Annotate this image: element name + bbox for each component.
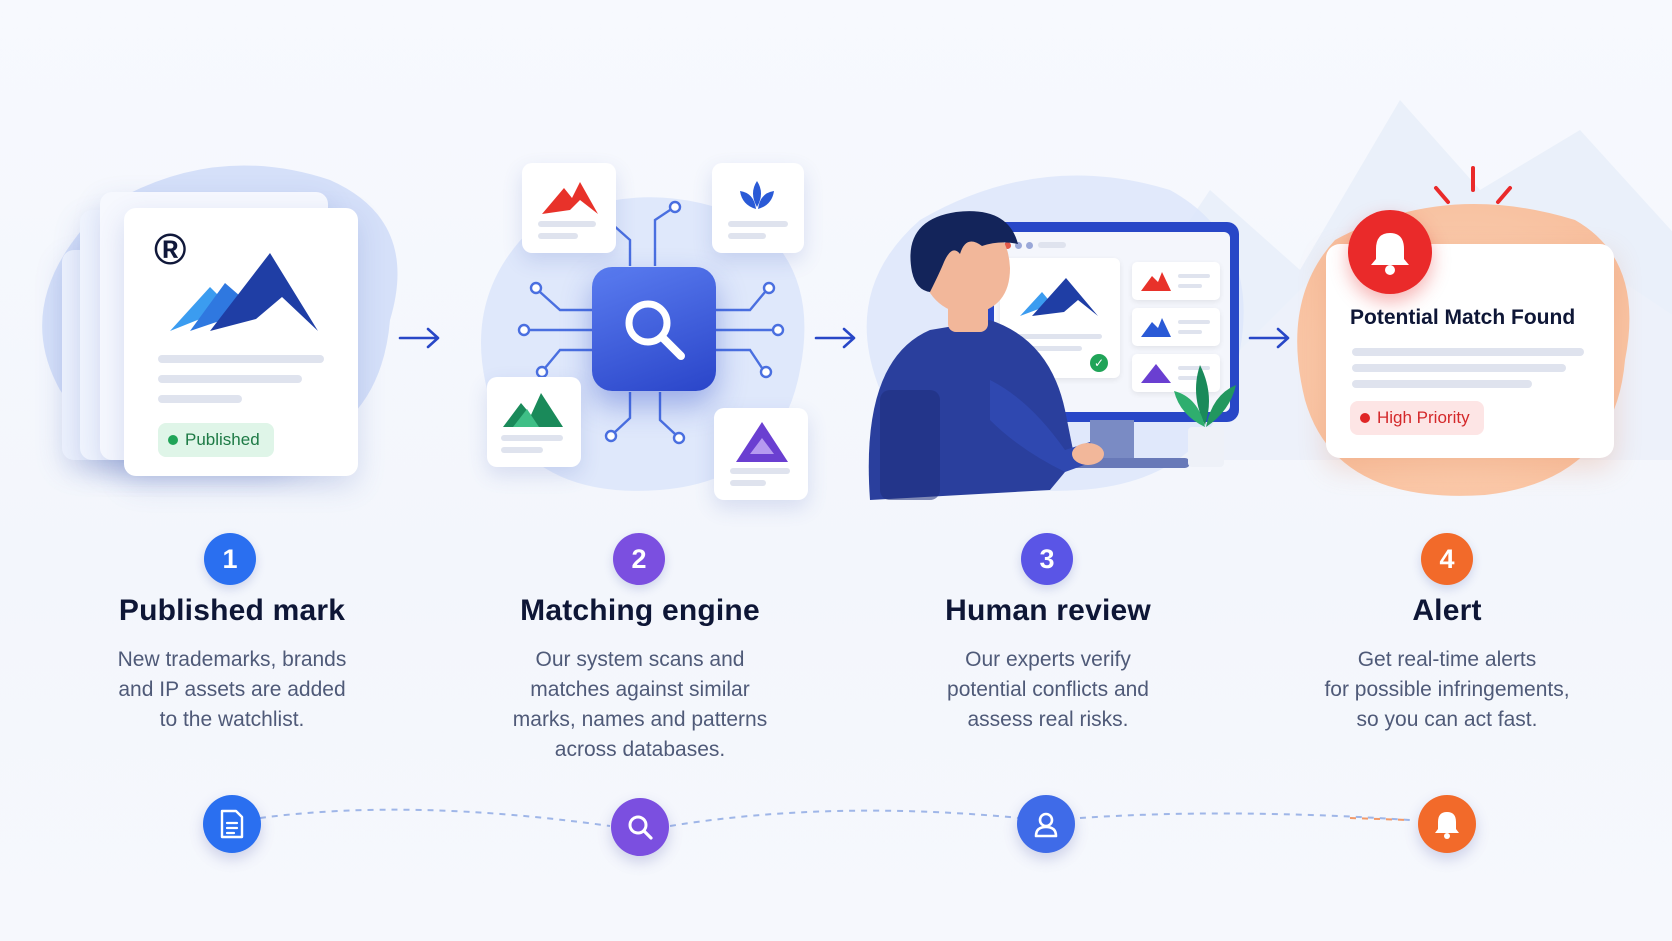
step-title-2: Matching engine [520,594,760,627]
check-icon: ✓ [1090,354,1108,372]
candidate-mark-card [522,163,616,253]
step-number-4: 4 [1421,533,1473,585]
description-line: Our system scans and [535,648,745,671]
candidate-mark-card [712,163,804,253]
status-dot [1360,413,1370,423]
red-mountain-icon [542,182,598,214]
card-line [1178,284,1202,288]
step-title-1: Published mark [118,594,346,627]
review-candidate-row [1132,262,1220,300]
purple-mountain-icon [736,422,788,462]
bell-icon [1435,812,1459,839]
plant-icon [1174,365,1236,467]
keyboard [1040,458,1190,468]
user-icon [1034,812,1058,838]
timeline-document-button [203,795,261,853]
card-line [501,447,543,453]
bell-icon [1371,233,1409,275]
description-line: matches against similar [530,678,750,701]
lotus-icon [740,181,774,209]
step-description-1: New trademarks, brands and IP assets are… [42,645,422,735]
alert-rays-icon [1434,166,1512,204]
red-mountain-icon [1141,272,1171,291]
search-icon [625,300,685,360]
matching-engine-chip [592,267,716,391]
published-badge-label: Published [185,430,260,449]
document-icon [220,809,244,839]
registered-trademark-symbol: ® [154,225,187,274]
step-description-3: Our experts verify potential conflicts a… [858,645,1238,735]
high-priority-label: High Priority [1377,408,1470,427]
candidate-mark-card [714,408,808,500]
candidate-mark-card [487,377,581,467]
arrow-right-icon [398,327,440,349]
description-line: potential conflicts and [947,678,1149,701]
reviewer-person-illustration [868,211,1104,500]
card-line [1178,274,1210,278]
mountain-logo-icon [1020,278,1098,316]
high-priority-badge: High Priority [1350,401,1484,435]
description-line: for possible infringements, [1324,678,1570,701]
step-number-2: 2 [613,533,665,585]
description-line: across databases. [554,738,726,761]
card-line [538,233,578,239]
published-badge: Published [158,423,274,457]
card-line [730,468,790,474]
description-line: Get real-time alerts [1357,648,1537,671]
timeline-user-button [1017,795,1075,853]
description-line: to the watchlist. [159,708,305,731]
green-mountain-icon [503,393,563,427]
title-bar-line [1038,242,1066,248]
purple-mountain-icon [1141,364,1171,383]
description-line: assess real risks. [967,708,1129,731]
step-title-4: Alert [1412,594,1482,627]
card-line [730,480,766,486]
alert-line [1352,348,1584,356]
monitor-screen: ✓ [994,232,1230,412]
window-dot [1004,242,1011,249]
card-line [538,221,596,227]
mountain-logo-icon [170,253,318,331]
card-line [1178,376,1202,380]
arrow-right-icon [814,327,856,349]
step-description-2: Our system scans and matches against sim… [450,645,830,765]
card-line [728,221,788,227]
timeline-connector [259,808,1411,827]
alert-title: Potential Match Found [1350,306,1576,329]
description-line: Our experts verify [965,648,1131,671]
card-line [1012,346,1082,351]
alert-bell-badge [1348,210,1432,294]
step-number-1: 1 [204,533,256,585]
review-candidate-row [1132,354,1220,392]
review-main-card: ✓ [1000,258,1120,378]
card-line [501,435,563,441]
description-line: marks, names and patterns [512,708,768,731]
alert-line [1352,380,1532,388]
timeline-search-button [611,798,669,856]
window-dot [1015,242,1022,249]
description-line: so you can act fast. [1356,708,1538,731]
doc-line [158,375,302,383]
doc-line [158,355,324,363]
step-description-4: Get real-time alerts for possible infrin… [1257,645,1637,735]
description-line: and IP assets are added [118,678,346,701]
step-title-3: Human review [945,594,1151,627]
search-icon [628,815,653,840]
status-dot [168,435,178,445]
doc-line [158,395,242,403]
card-line [1178,366,1210,370]
window-dot [1026,242,1033,249]
alert-line [1352,364,1566,372]
arrow-right-icon [1248,327,1290,349]
step-number-3: 3 [1021,533,1073,585]
blue-mountain-icon [1141,318,1171,337]
card-line [1012,334,1102,339]
timeline-bell-button [1418,795,1476,853]
card-line [728,233,766,239]
card-line [1178,320,1210,324]
description-line: New trademarks, brands [117,648,347,671]
card-line [1178,330,1202,334]
review-candidate-row [1132,308,1220,346]
